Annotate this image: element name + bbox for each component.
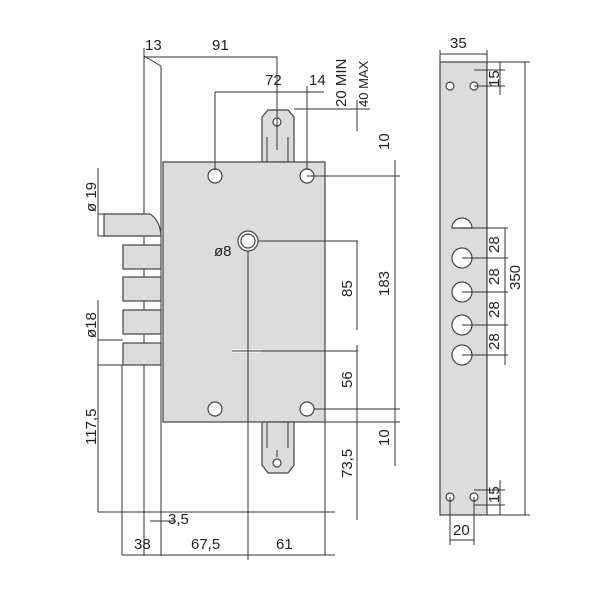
dim-91: 91 [212, 37, 229, 54]
bolt [122, 342, 162, 366]
bolt [122, 244, 162, 270]
side-dimension-lines [439, 50, 530, 545]
bottom-strike-tongue [261, 421, 295, 474]
side-view: 35 15 28 28 28 28 350 15 20 [439, 35, 530, 545]
front-view: 13 91 72 14 20 MIN 40 MAX 10 ø 19 ø8 85 … [83, 37, 400, 560]
dim-28-1: 28 [486, 236, 503, 253]
dim-dia-8: ø8 [214, 243, 232, 260]
dim-67-5: 67,5 [191, 536, 220, 553]
dim-3-5: 3,5 [168, 511, 189, 528]
dim-28-4: 28 [486, 333, 503, 350]
dim-14: 14 [309, 72, 326, 89]
dim-183: 183 [376, 271, 393, 296]
dim-10-bottom: 10 [376, 429, 393, 446]
dim-15-bottom: 15 [486, 486, 503, 503]
latch [103, 213, 162, 237]
mount-hole [207, 168, 223, 184]
dim-10-top: 10 [376, 133, 393, 150]
dim-38: 38 [134, 536, 151, 553]
dim-dia-18: ø18 [83, 312, 100, 338]
dim-72: 72 [265, 72, 282, 89]
dim-56: 56 [339, 371, 356, 388]
dimension-lines [97, 48, 400, 560]
screw-hole [445, 81, 455, 91]
dim-13: 13 [145, 37, 162, 54]
dim-61: 61 [276, 536, 293, 553]
dim-dia-19: ø 19 [83, 182, 100, 212]
latch-opening [451, 217, 473, 229]
dim-117-5: 117,5 [83, 409, 100, 445]
lock-body [162, 161, 326, 423]
bolt [122, 276, 162, 302]
dim-73-5: 73,5 [339, 449, 356, 478]
dim-28-3: 28 [486, 301, 503, 318]
dim-350: 350 [507, 265, 524, 290]
bolt [122, 309, 162, 335]
tongue-slots [266, 95, 289, 162]
mount-hole [207, 401, 223, 417]
dim-15-top: 15 [486, 70, 503, 87]
tongue-hole [272, 458, 282, 468]
dim-40-max: 40 MAX [356, 60, 371, 107]
mount-hole [299, 401, 315, 417]
faceplate [143, 55, 162, 556]
dim-20: 20 [453, 522, 470, 539]
tongue-slots [266, 422, 289, 457]
spindle-inner [240, 233, 256, 249]
dim-35: 35 [450, 35, 467, 52]
dim-28-2: 28 [486, 268, 503, 285]
dim-20-min: 20 MIN [333, 59, 350, 107]
dim-85: 85 [339, 280, 356, 297]
